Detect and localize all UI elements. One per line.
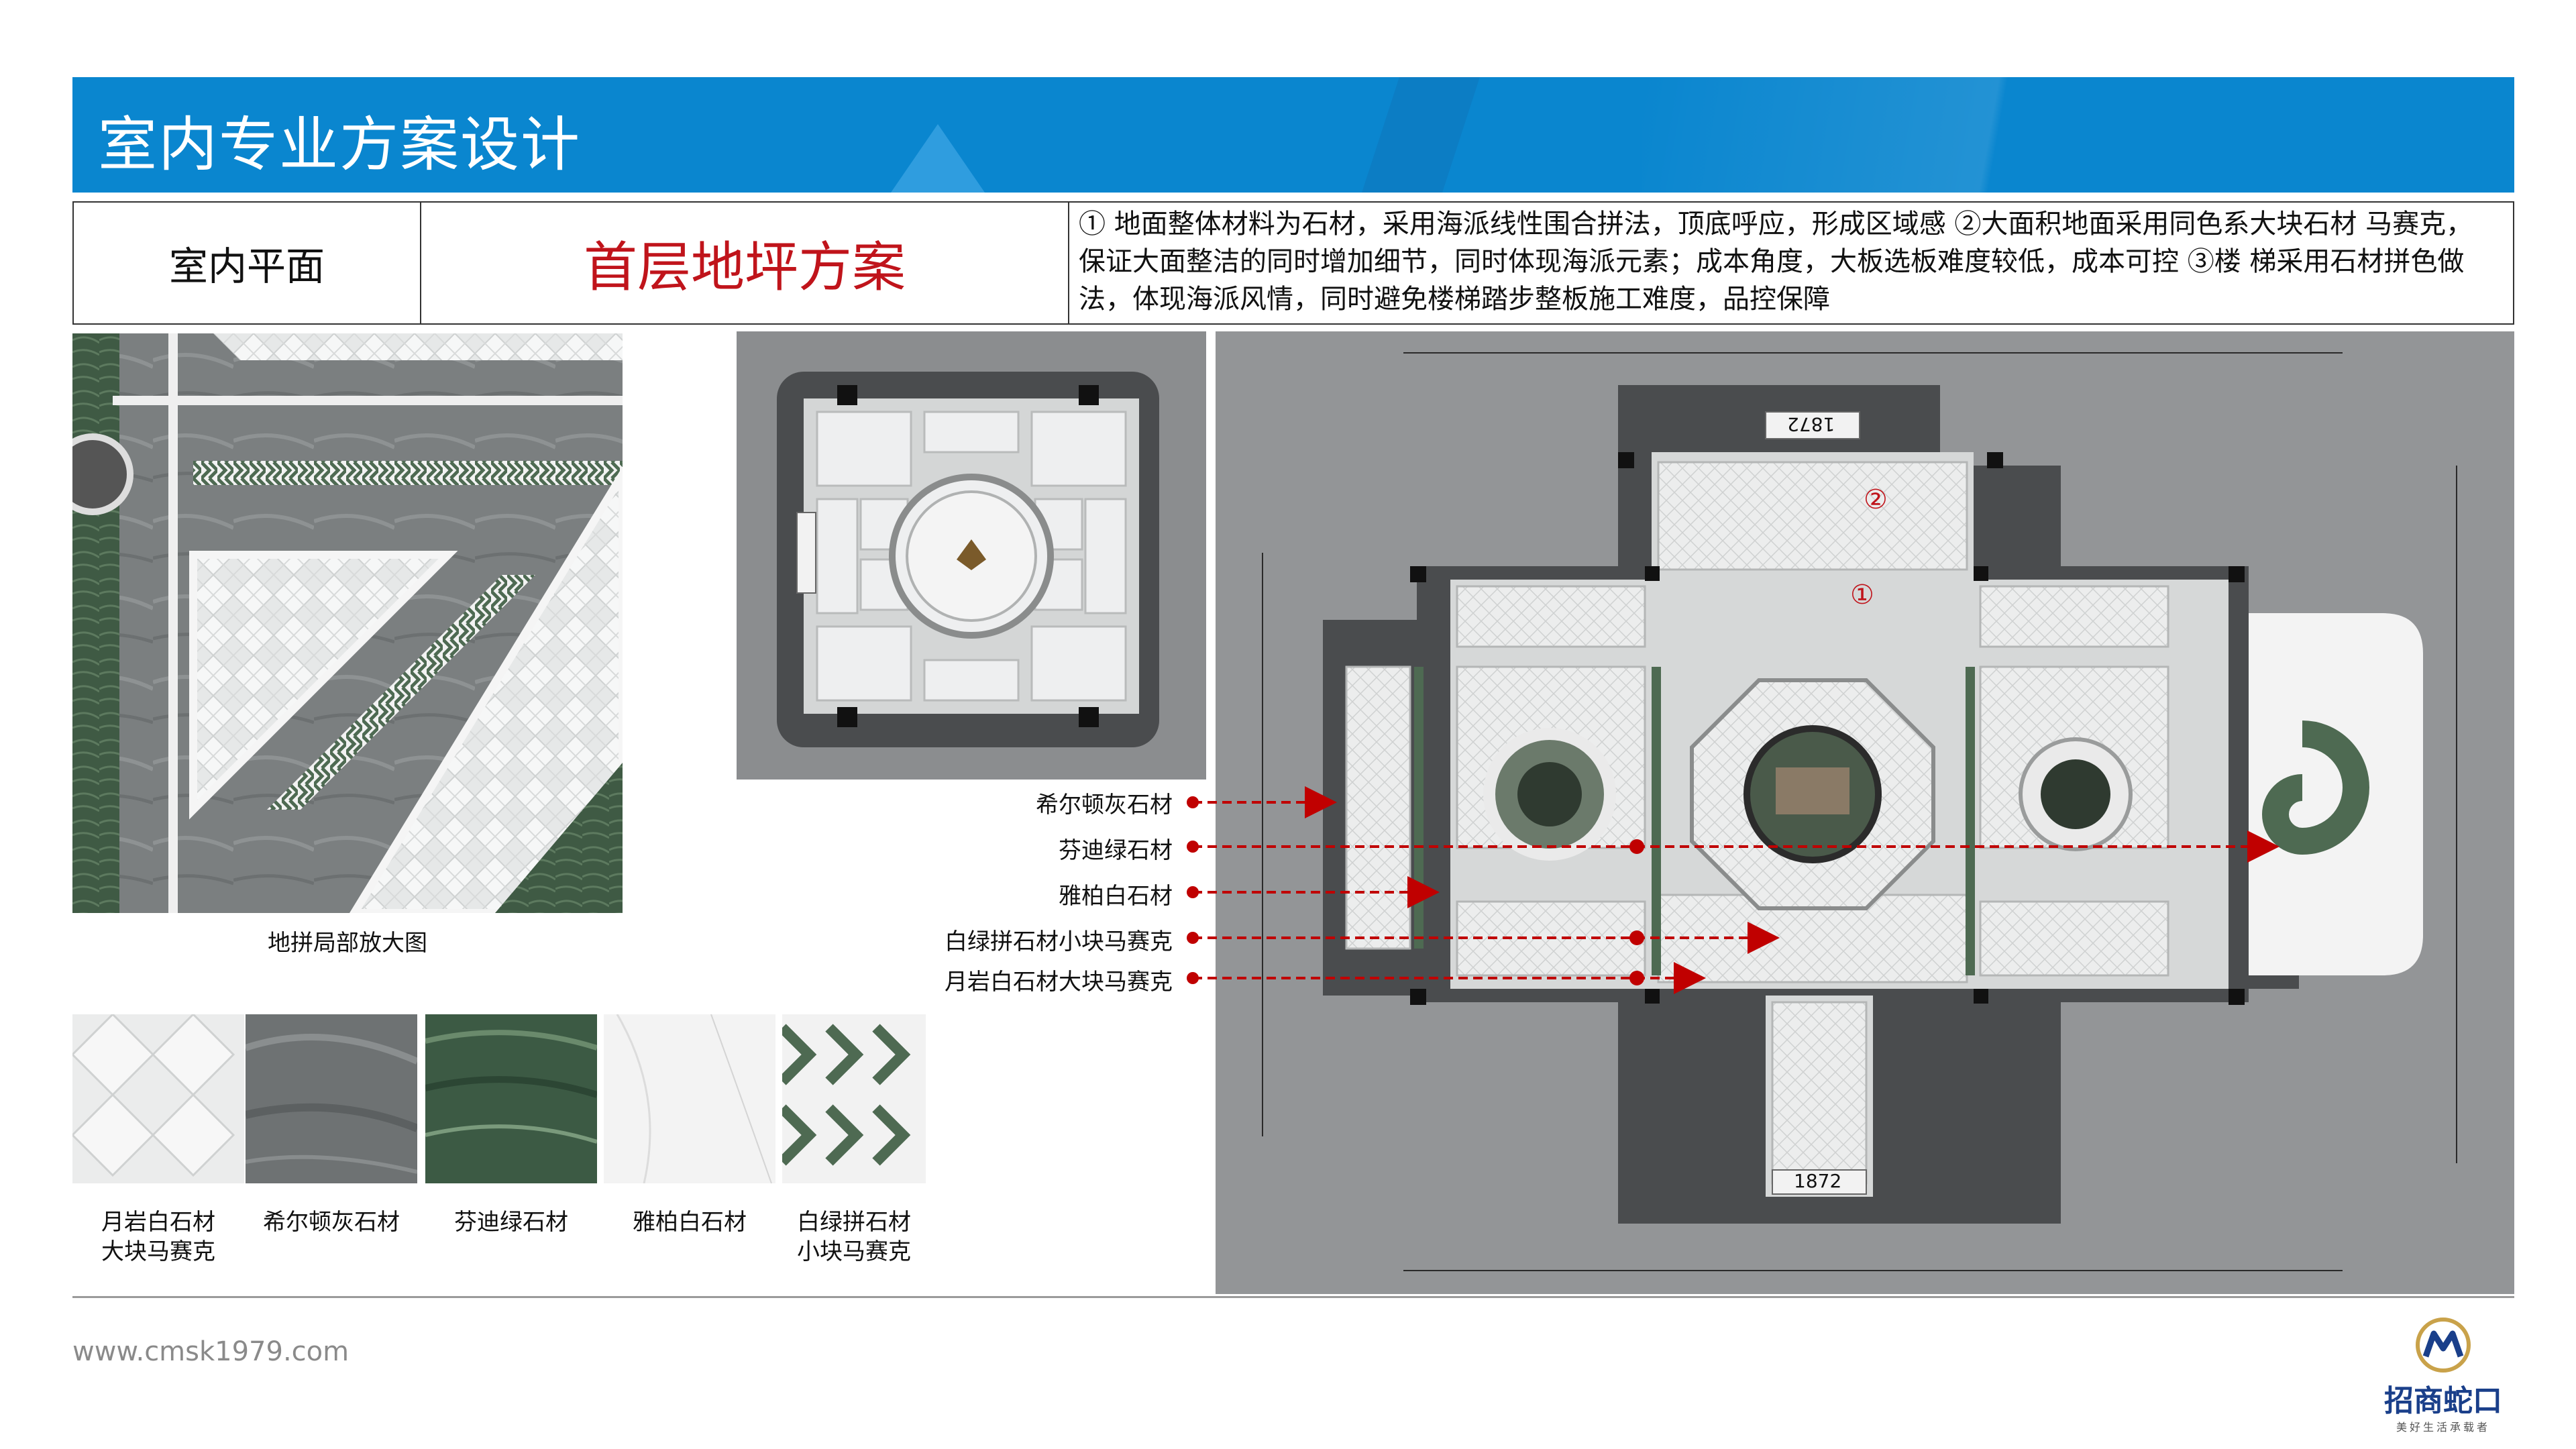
banner-stripe <box>1642 77 2514 193</box>
logo-icon <box>2416 1318 2471 1373</box>
header-banner: 室内专业方案设计 <box>72 77 2514 193</box>
callout-yabai-white: 雅柏白石材 <box>1059 883 1173 910</box>
callout-hilton-grey: 希尔顿灰石材 <box>1036 792 1173 818</box>
logo-tagline: 美好生活承载者 <box>2396 1421 2490 1434</box>
plan-title: 首层地坪方案 <box>421 203 1069 323</box>
footer-divider <box>72 1296 2514 1298</box>
swatch-label: 白绿拼石材小块马赛克 <box>797 1209 911 1265</box>
swatch-yabai-white <box>604 1014 775 1183</box>
small-floor-plan <box>737 331 1206 780</box>
callout-white-green-mosaic: 白绿拼石材小块马赛克 <box>945 928 1173 955</box>
callout-moon-white: 月岩白石材大块马赛克 <box>945 969 1173 996</box>
swatch-label: 芬迪绿石材 <box>454 1209 568 1236</box>
callout-fendi-green: 芬迪绿石材 <box>1059 837 1173 864</box>
section-label: 室内平面 <box>74 203 421 323</box>
swatch-hilton-grey <box>246 1014 417 1183</box>
description-text: ① 地面整体材料为石材，采用海派线性围合拼法，顶底呼应，形成区域感 ②大面积地面… <box>1079 209 2473 315</box>
plan-mark-1: ① <box>1850 580 1874 610</box>
swatch-label: 月岩白石材大块马赛克 <box>101 1209 215 1265</box>
logo-name: 招商蛇口 <box>2384 1384 2502 1418</box>
swatch-fendi-green <box>425 1014 597 1183</box>
page-title: 室内专业方案设计 <box>98 110 582 179</box>
swatch-white-green-mosaic <box>782 1014 926 1183</box>
detail-caption: 地拼局部放大图 <box>268 930 427 957</box>
footer-url: www.cmsk1979.com <box>72 1336 350 1367</box>
company-logo: 招商蛇口 美好生活承载者 <box>2369 1315 2517 1436</box>
main-floor-plan: 1872 1872 ② ① <box>1216 331 2514 1294</box>
banner-triangle <box>891 124 985 193</box>
plan-mark-2: ② <box>1864 484 1888 515</box>
swatch-label: 希尔顿灰石材 <box>263 1209 400 1236</box>
info-table: 室内平面 首层地坪方案 ① 地面整体材料为石材，采用海派线性围合拼法，顶底呼应，… <box>72 201 2514 325</box>
floor-detail-image <box>72 333 623 913</box>
stair-label-bottom: 1872 <box>1794 1170 1842 1192</box>
swatch-label: 雅柏白石材 <box>633 1209 747 1236</box>
swatch-moon-white <box>72 1014 244 1183</box>
